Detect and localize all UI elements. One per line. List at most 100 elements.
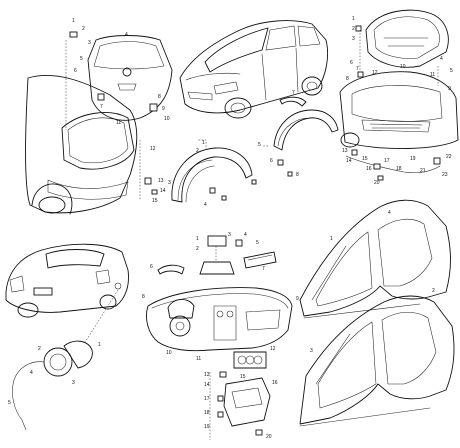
callout-number: 4 [204,202,207,208]
liner-rib [277,117,307,147]
callout-number: 22 [446,154,452,160]
cover-plate [207,235,227,247]
callout-number: 9 [162,106,165,112]
callout-number: 1 [98,342,101,348]
stay-clip [357,71,364,78]
callout-number: 8 [296,172,299,178]
tailgate-badge [122,67,132,77]
bonnet-inner-frame [373,16,440,59]
a-pillar-line [315,333,351,385]
fuel-flap-location [114,282,122,290]
callout-number: 4 [125,32,128,38]
front-wheel [340,132,360,148]
callout-number: 12 [372,70,378,76]
callout-number: 16 [366,166,372,172]
air-vent [216,310,224,318]
tailgate-group: 1 2 3 4 5 6 7 8 9 10 11 12 13 14 15 [25,18,173,215]
leader-line [198,139,207,150]
bonnet-release-cable [345,155,441,174]
callout-number: 6 [150,264,153,270]
callout-number: 14 [204,382,210,388]
lower-door-aperture-front [317,321,377,409]
windscreen [204,27,269,73]
hinge-part [69,31,78,38]
callout-number: 14 [346,158,352,164]
hood-line [185,72,241,81]
rear-wheel-arch [31,183,73,215]
fuel-flap-group: 1 2 3 4 5 [5,243,129,431]
callout-number: 18 [204,410,210,416]
callout-number: 3 [168,180,171,186]
lower-sill [299,407,431,427]
callout-number: 7 [292,90,295,96]
front-grille-bonnet [361,119,431,133]
drain-hose [12,361,45,431]
callout-number: 14 [160,188,166,194]
callout-number: 3 [228,232,231,238]
clip-part [209,187,216,194]
callout-number: 1 [330,236,333,242]
callout-number: 1 [196,236,199,242]
callout-number: 1 [202,140,205,146]
tail-lamp [9,275,25,293]
lock-part [351,149,358,156]
side-panel-lower [299,295,455,425]
glovebox-outline [245,309,281,331]
front-wheel-hub [230,102,246,114]
callout-number: 3 [352,36,355,42]
callout-number: 3 [310,348,313,354]
callout-number: 3 [72,380,75,386]
callout-number: 13 [204,372,210,378]
clip-part [277,159,284,166]
bonnet-group: 1 2 3 4 5 6 7 8 9 10 11 12 13 14 15 16 1… [339,9,459,186]
callout-number: 6 [350,60,353,66]
clip-part [287,171,293,177]
clip-part [219,371,227,378]
engine-bay-opening [351,85,443,122]
side-window-rear [297,25,321,47]
callout-number: 20 [266,434,272,440]
glovebox [223,377,271,427]
door-line [295,47,299,93]
callout-number: 1 [72,18,75,24]
liner-rib [185,165,215,203]
bonnet-panel [365,9,449,68]
callout-number: 2 [196,246,199,252]
striker-part [97,93,105,101]
callout-number: 12 [150,146,156,152]
tailgate-opening [61,112,135,170]
clip-part [217,411,224,418]
air-vent [226,310,234,318]
callout-number: 23 [442,172,448,178]
callout-number: 11 [430,72,435,78]
car-rear-body [25,74,138,214]
callout-number: 16 [272,380,278,386]
callout-number: 19 [410,156,416,162]
callout-number: 3 [88,40,91,46]
callout-number: 19 [204,424,210,430]
callout-number: 13 [342,148,348,154]
rear-bumper [47,179,129,200]
liner-rib [177,159,213,201]
clip-part [221,195,227,201]
rear-wheel [99,294,117,310]
front-wheel [224,97,252,119]
side-window-front [265,25,297,51]
callout-number: 2 [352,26,355,32]
callout-number: 6 [270,158,273,164]
callout-number: 9 [448,86,451,92]
lower-door-aperture-rear [381,311,437,385]
rear-wheel-hub [306,81,318,91]
callout-number: 20 [374,180,380,186]
callout-number: 10 [164,116,170,122]
lock-part [149,103,158,112]
clip-part [151,189,158,195]
callout-number: 4 [30,370,33,376]
tail-lamp [95,269,111,285]
screw-part [255,429,263,436]
car-front-view [179,20,329,119]
callout-number: 7 [356,66,359,72]
tailgate-handle [117,83,137,91]
callout-number: 1 [352,16,355,22]
